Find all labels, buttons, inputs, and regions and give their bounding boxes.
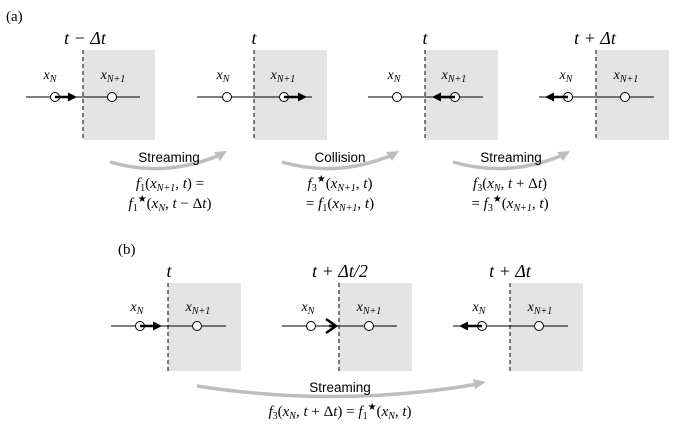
node-label-xN1: xN+1 <box>613 68 639 85</box>
solid-region <box>510 283 583 371</box>
equation-line-2: = f3★(xN+1, t) <box>471 194 548 214</box>
node-label-xN1: xN+1 <box>441 68 467 85</box>
curved-transition-arrow <box>196 382 479 399</box>
node-label-xN: xN <box>387 68 402 85</box>
node-label-xN1: xN+1 <box>527 300 553 317</box>
curved-arrow-head <box>214 151 227 161</box>
stage-time-label: t + Δt/2 <box>312 261 368 281</box>
panel-a-transition-streaming-1: Streaming f1(xN+1, t) = f1★(xN, t − Δt) <box>109 150 227 214</box>
panel-a-stage-1: t − Δt xN xN+1 <box>26 28 155 140</box>
distribution-arrow-head <box>68 92 77 102</box>
fluid-node <box>222 92 232 102</box>
node-label-xN: xN <box>43 68 58 85</box>
transition-label: Collision <box>314 150 365 165</box>
node-label-xN1: xN+1 <box>185 300 211 317</box>
solid-region <box>339 283 412 371</box>
distribution-arrow-head <box>545 92 554 102</box>
fluid-node <box>392 92 402 102</box>
stage-time-label: t <box>251 28 257 48</box>
curved-transition-arrow <box>281 153 393 171</box>
solid-node <box>620 92 630 102</box>
node-label-xN1: xN+1 <box>356 300 382 317</box>
solid-region <box>254 50 327 140</box>
panel-b-stage-2: t + Δt/2 xN xN+1 <box>282 261 412 371</box>
panel-b-label: (b) <box>118 242 136 258</box>
panel-b-stage-1: t xN xN+1 <box>111 261 241 371</box>
panel-a-stage-4: t + Δt xN xN+1 <box>539 28 669 140</box>
transition-label: Streaming <box>138 150 200 165</box>
solid-region <box>425 50 498 140</box>
curved-arrow-head <box>557 151 570 161</box>
solid-region <box>83 50 155 140</box>
stage-time-label: t <box>422 28 428 48</box>
panel-a-stage-3: t xN xN+1 <box>368 28 498 140</box>
solid-region <box>168 283 241 371</box>
panel-a-stage-2: t xN xN+1 <box>197 28 327 140</box>
node-label-xN1: xN+1 <box>270 68 296 85</box>
panel-a-transition-streaming-2: Streaming f3(xN, t + Δt) = f3★(xN+1, t) <box>452 150 570 214</box>
solid-node <box>534 321 544 331</box>
solid-region <box>596 50 669 140</box>
transition-label: Streaming <box>309 380 371 395</box>
node-label-xN: xN <box>216 68 231 85</box>
panel-b-transition-streaming: Streaming f3(xN, t + Δt) = f1★(xN, t) <box>196 379 486 422</box>
distribution-arrow-head <box>432 92 441 102</box>
equation-line-2: f1★(xN, t − Δt) <box>129 194 212 214</box>
node-label-xN: xN <box>301 300 316 317</box>
stage-time-label: t <box>166 261 172 281</box>
stage-time-label: t + Δt <box>489 261 532 281</box>
solid-node <box>192 321 202 331</box>
equation: f3(xN, t + Δt) = f1★(xN, t) <box>268 402 411 422</box>
solid-node <box>364 321 374 331</box>
curved-arrow-head <box>473 379 486 389</box>
distribution-arrow-head <box>459 321 468 331</box>
panel-a-transition-collision: Collision f3★(xN+1, t) = f1(xN+1, t) <box>281 150 399 214</box>
node-label-xN: xN <box>130 300 145 317</box>
curved-transition-arrow <box>452 153 564 171</box>
fluid-node <box>306 321 316 331</box>
distribution-arrow-head <box>153 321 162 331</box>
stage-time-label: t − Δt <box>64 28 107 48</box>
node-label-xN: xN <box>472 300 487 317</box>
distribution-arrow-head <box>298 92 307 102</box>
panel-b-stage-3: t + Δt xN xN+1 <box>453 261 583 371</box>
solid-node <box>107 92 117 102</box>
equation-line-2: = f1(xN+1, t) <box>306 196 374 214</box>
equation-line-1: f3(xN, t + Δt) <box>473 176 547 194</box>
curved-arrow-head <box>386 151 399 161</box>
node-label-xN1: xN+1 <box>100 68 126 85</box>
panel-a-label: (a) <box>6 9 23 25</box>
stage-time-label: t + Δt <box>574 28 617 48</box>
curved-transition-arrow <box>109 153 221 171</box>
equation-line-1: f1(xN+1, t) = <box>136 176 204 194</box>
node-label-xN: xN <box>559 68 574 85</box>
transition-label: Streaming <box>480 150 542 165</box>
equation-line-1: f3★(xN+1, t) <box>308 174 373 194</box>
